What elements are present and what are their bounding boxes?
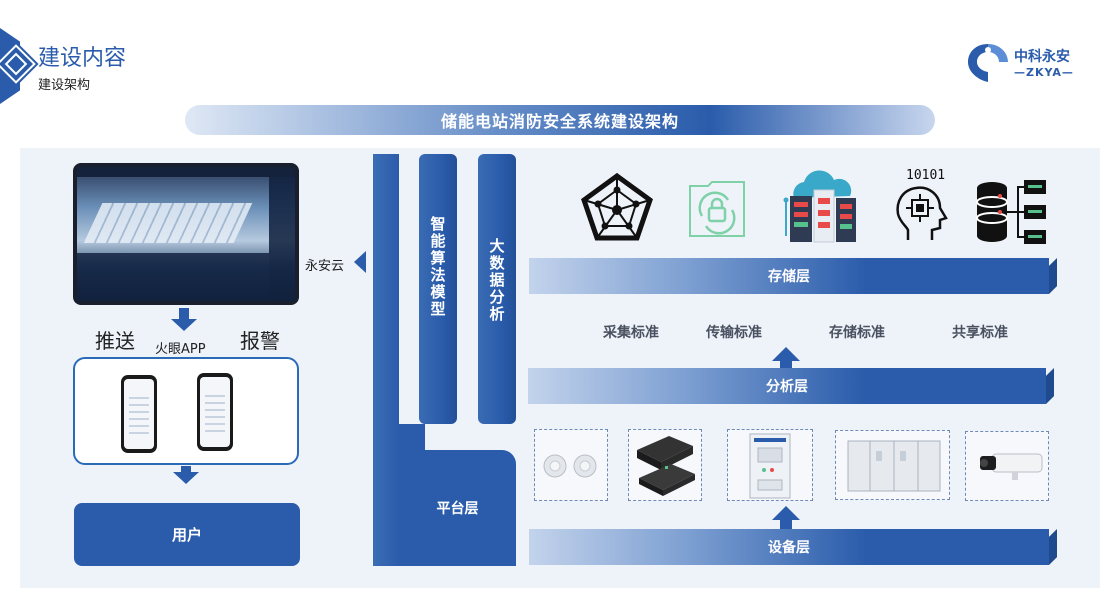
gateway-box-icon (637, 436, 695, 496)
platform-bar (373, 154, 399, 566)
standard-share: 共享标准 (952, 325, 1008, 341)
station-image (83, 203, 253, 243)
control-cabinet-device (727, 429, 813, 501)
device-up-arrow-icon (772, 506, 800, 520)
platform-label: 平台层 (436, 501, 479, 517)
database-icon (976, 180, 1046, 244)
brain-binary-text: 10101 (906, 168, 946, 183)
storage-layer-edge (1049, 258, 1057, 294)
network-pentagon-icon (581, 172, 653, 241)
user-arrow-icon (173, 472, 199, 484)
gateway-device (628, 429, 702, 501)
smoke-detector-icon (543, 454, 597, 478)
phone-mockup-2 (197, 373, 233, 451)
bigdata-label: 大数据分析 (487, 238, 506, 323)
dashboard-monitor (73, 163, 299, 305)
analysis-layer-label: 分析层 (766, 379, 808, 395)
platform-block: 平台层 (399, 450, 516, 566)
platform-corner (399, 424, 425, 450)
algo-model-column: 智能算法模型 (419, 154, 457, 424)
camera-device (965, 431, 1049, 501)
algo-model-label: 智能算法模型 (428, 216, 447, 318)
push-arrow-stem (179, 308, 189, 320)
app-phone-box (73, 357, 299, 465)
analysis-up-arrow-icon (772, 347, 800, 361)
bullet-camera-icon (980, 453, 1043, 480)
standard-collect: 采集标准 (603, 325, 659, 341)
logo-name: 中科永安 (1014, 49, 1070, 65)
control-cabinet-icon (749, 433, 791, 499)
user-arrow-stem (181, 466, 191, 474)
push-arrow-icon (171, 319, 197, 331)
smoke-detector-device (534, 429, 608, 501)
cloud-arrow-icon (354, 251, 366, 273)
alarm-label: 报警 (240, 329, 280, 353)
dashboard-sidebar (269, 177, 295, 301)
device-layer-label: 设备层 (768, 540, 810, 556)
diagram-banner: 储能电站消防安全系统建设架构 (185, 105, 935, 135)
page-subtitle: 建设架构 (38, 78, 91, 93)
zkya-logo-icon (968, 44, 1008, 82)
cloud-server-icon (783, 170, 856, 243)
dashboard-topbar (77, 167, 295, 177)
storage-container-device (835, 430, 950, 500)
lock-sync-icon (689, 181, 745, 237)
analysis-arrow-stem (780, 360, 792, 368)
device-layer-edge (1049, 529, 1057, 565)
analysis-layer-edge (1046, 368, 1054, 404)
device-arrow-stem (780, 519, 792, 529)
diagram-title: 储能电站消防安全系统建设架构 (440, 112, 679, 131)
cloud-label: 永安云 (305, 259, 345, 274)
user-label: 用户 (171, 526, 202, 544)
bigdata-column: 大数据分析 (478, 154, 516, 424)
phone-mockup-1 (121, 375, 157, 453)
page-title: 建设内容 (38, 46, 127, 71)
user-box: 用户 (74, 503, 300, 566)
storage-layer-bar: 存储层 (529, 258, 1049, 294)
logo-sub: —ZKYA— (1014, 66, 1074, 79)
device-layer-bar: 设备层 (529, 529, 1049, 565)
ai-brain-icon (896, 186, 948, 240)
push-label: 推送 (95, 329, 135, 353)
app-label: 火眼APP (155, 342, 206, 357)
dashboard-bottom-panel (77, 253, 269, 301)
standard-transfer: 传输标准 (706, 325, 762, 341)
energy-container-icon (847, 440, 941, 492)
storage-layer-label: 存储层 (768, 269, 810, 285)
standard-storage: 存储标准 (829, 325, 885, 341)
analysis-layer-bar: 分析层 (528, 368, 1046, 404)
